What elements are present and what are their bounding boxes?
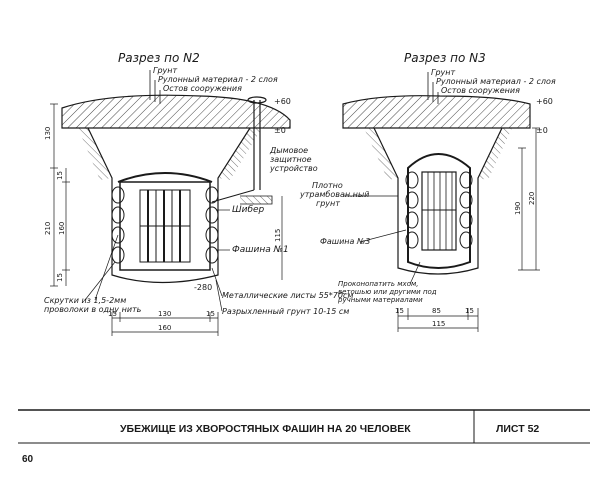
dim-190: 190	[514, 202, 522, 215]
section-3-title: Разрез по N3	[404, 51, 486, 65]
dim-b115: 115	[432, 320, 445, 328]
dim-160: 160	[58, 222, 66, 235]
label-loose-soil: Разрыхленный грунт 10-15 см	[222, 307, 349, 316]
label-caulk-2: ветошью или другими под	[338, 288, 437, 296]
section-3: Разрез по N3 Грунт Рулонный материал - 2…	[299, 51, 556, 332]
dim-b15a: 15	[395, 307, 404, 315]
dim-b15b: 15	[206, 310, 215, 318]
pit-wall-hatch	[364, 128, 398, 180]
dim-b130: 130	[158, 310, 171, 318]
layer-label-frame: Остов сооружения	[163, 84, 242, 93]
pit-outline	[373, 127, 503, 275]
earth-mound	[342, 95, 531, 129]
title-block: УБЕЖИЩЕ ИЗ ХВОРОСТЯНЫХ ФАШИН НА 20 ЧЕЛОВ…	[18, 409, 590, 444]
leader-line	[211, 267, 223, 297]
pit-wall-hatch	[218, 128, 262, 180]
label-smoke: Дымовое	[269, 146, 308, 155]
vertical-dimensions	[50, 103, 283, 287]
dim-b15a: 15	[108, 310, 117, 318]
fascines-left	[111, 186, 125, 264]
dim-b85: 85	[432, 307, 441, 315]
label-metal-sheets: Металлические листы 55*70см	[222, 291, 353, 300]
label-caulk-1: Проконопатить мхом,	[338, 280, 419, 288]
page-number: 60	[22, 454, 34, 465]
dim-220: 220	[528, 192, 536, 205]
label-twist-1: Скрутки из 1,5-2мм	[44, 296, 126, 305]
leader-line	[94, 234, 119, 301]
shelter-roof	[117, 172, 213, 183]
bottom-dimensions	[397, 308, 479, 332]
fascines-right	[205, 186, 219, 264]
label-damper: Шибер	[232, 205, 265, 215]
layer-label-soil: Грунт	[153, 66, 178, 75]
level-top: +60	[274, 97, 291, 106]
leader-line	[215, 279, 223, 312]
interior-structure	[139, 189, 191, 263]
dim-b160: 160	[158, 324, 171, 332]
sheet-title: УБЕЖИЩЕ ИЗ ХВОРОСТЯНЫХ ФАШИН НА 20 ЧЕЛОВ…	[120, 423, 411, 435]
label-smoke-2: защитное	[270, 155, 312, 164]
pit-wall-hatch	[78, 128, 112, 180]
dim-15: 15	[56, 171, 64, 180]
label-twist-2: проволоки в одну нить	[44, 305, 142, 314]
label-smoke-3: устройство	[269, 164, 318, 173]
vertical-dimensions	[518, 127, 540, 271]
smoke-chimney	[211, 96, 273, 205]
shelter-frame	[119, 181, 211, 271]
leader-line	[359, 229, 407, 243]
label-fascine-1: Фашина №1	[232, 245, 289, 255]
section-2: Разрез по N2 Грунт Рулонный материал - 2…	[44, 51, 353, 336]
pit-wall-hatch	[478, 128, 512, 180]
label-tamped-1: Плотно	[312, 181, 343, 190]
level-zero: ±0	[536, 126, 548, 135]
layer-label-frame: Остов сооружения	[441, 86, 520, 95]
shelter-frame	[407, 153, 471, 269]
leader-line	[84, 261, 116, 301]
dim-115: 115	[274, 229, 282, 242]
leader-line	[409, 261, 421, 285]
dim-210: 210	[44, 222, 52, 235]
fascines-right	[459, 171, 473, 249]
label-tamped-2: утрамбован.ный	[299, 190, 369, 199]
bottom-dimensions	[111, 312, 219, 336]
fascines-left	[405, 171, 419, 249]
level-top: +60	[536, 97, 553, 106]
earth-mound	[61, 94, 291, 129]
label-fascine-3: Фашина №3	[320, 237, 370, 246]
label-tamped-3: грунт	[316, 199, 340, 208]
level-bottom: -280	[194, 283, 212, 292]
dim-130: 130	[44, 127, 52, 140]
layer-label-soil: Грунт	[431, 68, 456, 77]
level-zero: ±0	[274, 126, 286, 135]
layer-label-roll: Рулонный материал - 2 слоя	[158, 75, 278, 84]
pit-outline	[87, 127, 251, 284]
dim-b15b: 15	[465, 307, 474, 315]
sheet-number: ЛИСТ 52	[496, 423, 539, 435]
label-caulk-3: ручными материалами	[337, 296, 423, 304]
dim-15-bottom: 15	[56, 273, 64, 282]
interior-door	[421, 171, 457, 251]
layer-label-roll: Рулонный материал - 2 слоя	[436, 77, 556, 86]
section-2-title: Разрез по N2	[118, 51, 200, 65]
interior-lines	[422, 172, 456, 250]
